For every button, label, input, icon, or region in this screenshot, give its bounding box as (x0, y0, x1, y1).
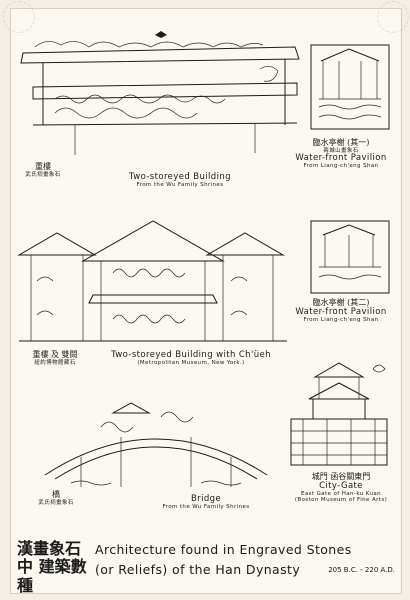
caption-title: Bridge (190, 494, 222, 504)
decorative-flower-icon (377, 1, 409, 33)
drawing-waterfront-pavilion-2 (310, 220, 390, 294)
drawing-bridge (44, 402, 268, 487)
caption-zh-title: 城門 函谷關東門 (311, 472, 371, 481)
caption-source: From the Wu Family Shrines (136, 182, 224, 189)
caption-title: Water-front Pavilion (295, 152, 387, 163)
caption-zh-source: 武氏祠畫象石 (38, 499, 74, 506)
caption-note: (Boston Museum of Fine Arts) (294, 497, 388, 504)
drawing-two-storeyed-building-chueh (17, 220, 287, 342)
plate-footer: 漢畫象石中 建築數種 Architecture found in Engrave… (17, 539, 395, 594)
caption-source: From Liang-ch'eng Shan (303, 317, 379, 324)
caption-zh-title: 臨水亭榭 (其二) (312, 298, 370, 307)
caption-zh-source: 兩城山畫象石 (323, 147, 359, 154)
caption-title: City-Gate (319, 480, 363, 491)
caption-zh-title: 重樓 及 雙闕 (32, 350, 78, 359)
drawing-two-storeyed-building-wu (20, 31, 300, 155)
caption-zh-source: 武氏祠畫象石 (25, 171, 61, 178)
decorative-flower-icon (3, 1, 35, 33)
caption-zh-title: 重樓 (35, 162, 51, 171)
caption-source: From the Wu Family Shrines (162, 504, 250, 511)
footer-zh-title: 漢畫象石中 建築數種 (17, 539, 87, 595)
caption-waterfront-pavilion-2: 臨水亭榭 (其二) Water-front Pavilion From Lian… (273, 298, 409, 324)
caption-title: Two-storeyed Building with Ch'üeh (111, 350, 271, 360)
drawing-city-gate (290, 362, 388, 466)
caption-title: Two-storeyed Building (129, 172, 231, 182)
footer-title-line-2: (or Reliefs) of the Han Dynasty (95, 562, 301, 577)
caption-source: (Metropolitan Museum, New York.) (137, 360, 245, 367)
plate-page: 臨水亭榭 (其一) 兩城山畫象石 Water-front Pavilion Fr… (3, 1, 409, 595)
caption-zh-source: 紐約博物館藏石 (34, 359, 76, 366)
caption-source: From Liang-ch'eng Shan (303, 163, 379, 170)
caption-city-gate: 城門 函谷關東門 City-Gate East Gate of Han-ku K… (285, 472, 397, 504)
footer-title-line-1: Architecture found in Engraved Stones (95, 542, 352, 557)
caption-zh-title: 臨水亭榭 (其一) (312, 138, 370, 147)
drawing-waterfront-pavilion-1 (310, 44, 390, 130)
caption-title: Water-front Pavilion (295, 306, 387, 317)
footer-dates: 205 B.C. - 220 A.D. (328, 566, 395, 574)
caption-zh-title: 橋 (52, 490, 60, 499)
caption-waterfront-pavilion-1: 臨水亭榭 (其一) 兩城山畫象石 Water-front Pavilion Fr… (273, 138, 409, 170)
caption-source: East Gate of Han-ku Kuan (300, 491, 382, 498)
